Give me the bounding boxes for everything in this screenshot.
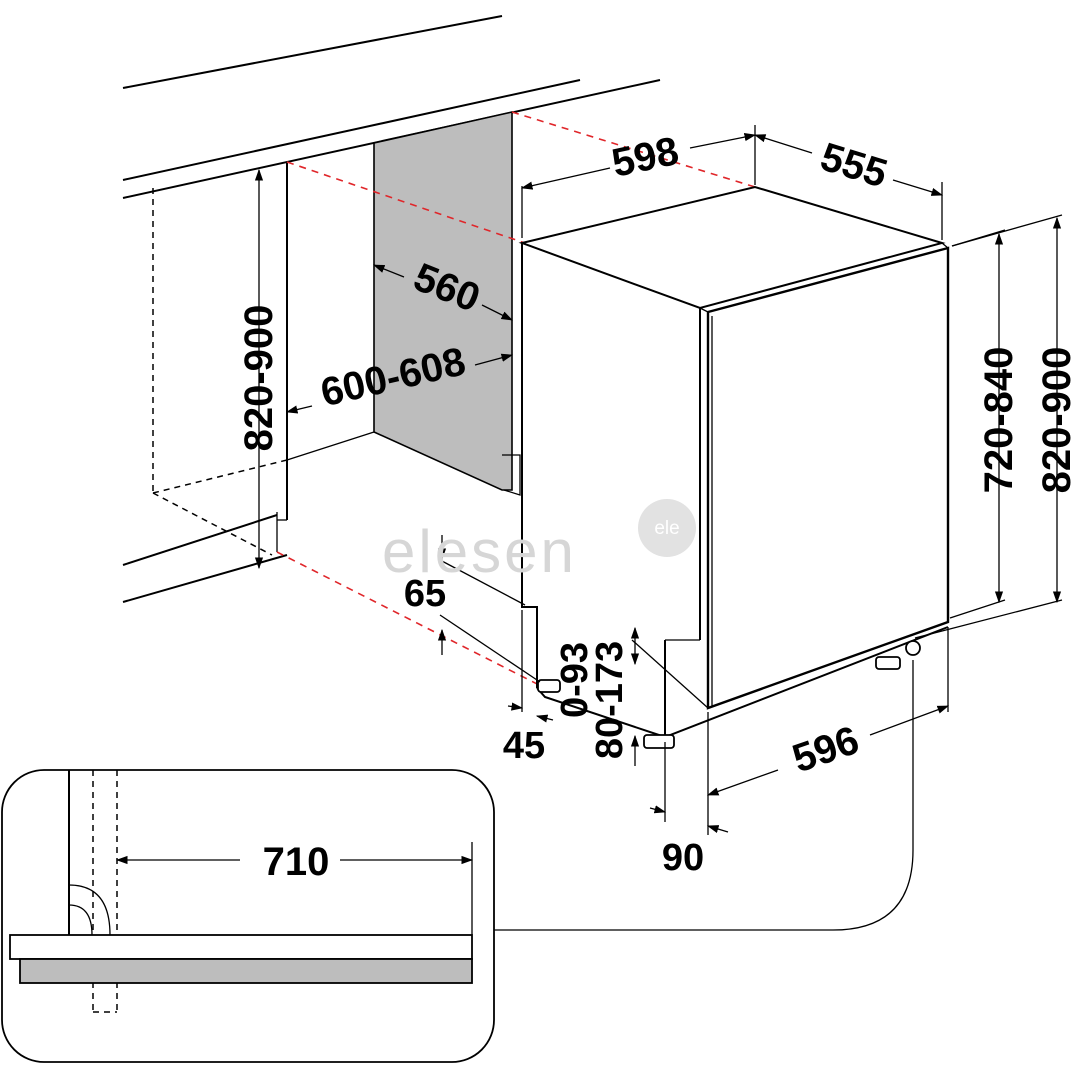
foot-front-left [643,734,675,749]
dishwasher-body [518,185,950,739]
label-door-swing: 710 [263,840,330,884]
label-adjust-a: 0-93 [554,642,596,718]
detail-frame [1,769,495,1063]
cabinet-niche [122,111,521,603]
door-slab [9,934,473,960]
label-depth-top: 555 [815,135,892,197]
label-adjust-b: 80-173 [589,641,631,759]
label-toe-gap: 65 [404,573,446,615]
watermark-brand: elesen [382,518,577,585]
watermark-badge-icon [638,499,696,557]
foot-rear-left [537,679,561,693]
label-front-width: 596 [787,718,864,781]
watermark-badge-text: ele [654,518,679,539]
label-width-top: 598 [608,129,682,186]
watermark: elesen ele [382,499,696,585]
dishwasher-door [706,246,950,710]
label-foot-offset: 90 [662,837,704,879]
niche-back-panel [373,111,513,491]
door-panel-strip [19,958,473,984]
dimension-lines [254,125,1063,931]
label-appliance-height: 720-840 [977,347,1021,494]
label-cabinet-height: 820-900 [237,305,281,452]
adjustable-feet [537,640,921,749]
foot-front-right [875,656,901,670]
detail-inset [1,769,495,1063]
label-side-gap: 45 [503,725,545,767]
alignment-guides [276,111,756,689]
hose-outlet [905,640,921,656]
label-total-height: 820-900 [1035,347,1079,494]
